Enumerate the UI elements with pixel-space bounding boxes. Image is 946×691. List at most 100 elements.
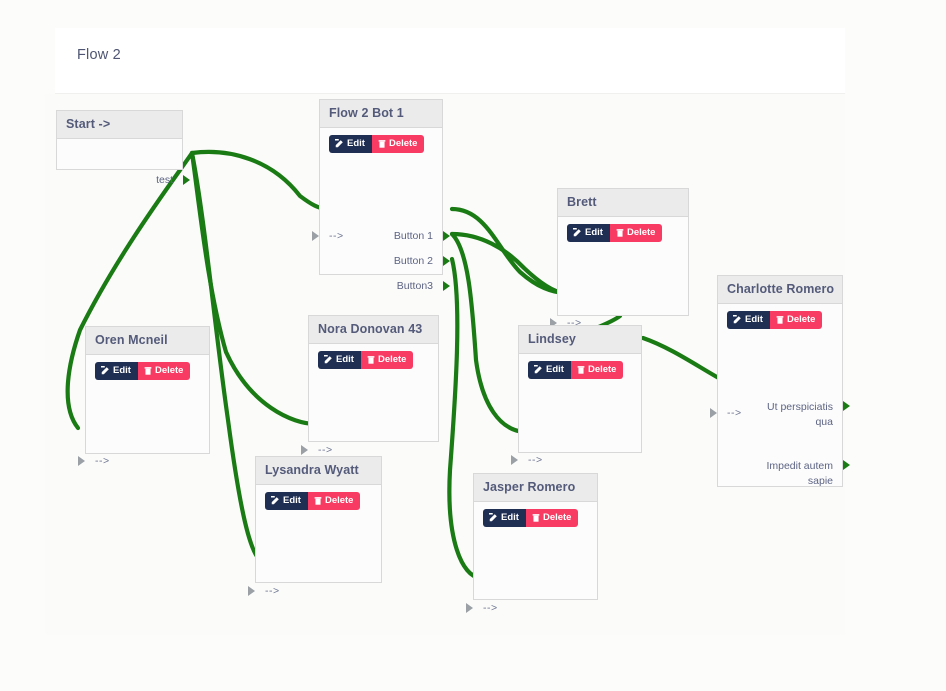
trash-icon — [776, 316, 784, 324]
delete-label: Delete — [542, 512, 572, 523]
edit-icon — [534, 365, 542, 374]
flow-node-nora[interactable]: Nora Donovan 43 Edit Delete --> — [301, 315, 439, 456]
output-connector-icon — [443, 281, 450, 291]
output-connector-icon — [183, 175, 190, 185]
input-connector-icon — [248, 586, 255, 596]
edit-label: Edit — [347, 138, 365, 149]
edit-button-oren[interactable]: Edit — [95, 362, 138, 380]
edit-button-brett[interactable]: Edit — [567, 224, 610, 242]
input-port-oren-0[interactable]: --> — [95, 455, 110, 467]
node-title-lindsey: Lindsey — [519, 326, 641, 354]
input-connector-icon — [78, 456, 85, 466]
node-title-nora: Nora Donovan 43 — [309, 316, 438, 344]
node-title-jasper: Jasper Romero — [474, 474, 597, 502]
output-port-flow2bot1-1[interactable]: Button 2 — [393, 255, 433, 267]
input-connector-icon — [312, 231, 319, 241]
edit-label: Edit — [336, 354, 354, 365]
edit-button-lysandra[interactable]: Edit — [265, 492, 308, 510]
trash-icon — [314, 497, 322, 505]
input-port-charlotte-0[interactable]: --> — [727, 407, 742, 419]
edit-label: Edit — [283, 495, 301, 506]
delete-label: Delete — [388, 138, 418, 149]
input-connector-icon — [466, 603, 473, 613]
node-actions-lindsey: Edit Delete — [519, 354, 641, 379]
node-title-lysandra: Lysandra Wyatt — [256, 457, 381, 485]
node-body-lysandra: Edit Delete --> — [248, 485, 381, 597]
node-actions-jasper: Edit Delete — [474, 502, 597, 527]
edit-button-nora[interactable]: Edit — [318, 351, 361, 369]
trash-icon — [378, 140, 386, 148]
node-body-oren: Edit Delete --> — [78, 355, 209, 467]
trash-icon — [144, 367, 152, 375]
edit-button-flow2bot1[interactable]: Edit — [329, 135, 372, 153]
edit-label: Edit — [585, 227, 603, 238]
edit-button-charlotte[interactable]: Edit — [727, 311, 770, 329]
node-actions-charlotte: Edit Delete — [718, 304, 842, 329]
delete-button-oren[interactable]: Delete — [137, 362, 191, 380]
node-body-jasper: Edit Delete --> — [466, 502, 597, 614]
input-port-nora-0[interactable]: --> — [318, 444, 333, 456]
input-connector-icon — [550, 318, 557, 328]
delete-label: Delete — [587, 364, 617, 375]
input-connector-icon — [511, 455, 518, 465]
edit-icon — [489, 513, 497, 522]
input-port-jasper-0[interactable]: --> — [483, 602, 498, 614]
input-connector-icon — [710, 408, 717, 418]
node-title-charlotte: Charlotte Romero — [718, 276, 842, 304]
node-actions-nora: Edit Delete — [309, 344, 438, 369]
output-port-flow2bot1-2[interactable]: Button3 — [396, 280, 433, 292]
node-actions-lysandra: Edit Delete — [256, 485, 381, 510]
delete-label: Delete — [324, 495, 354, 506]
trash-icon — [616, 229, 624, 237]
node-title-brett: Brett — [558, 189, 688, 217]
flow-node-flow2bot1[interactable]: Flow 2 Bot 1 Edit Delete --> Button 1 Button … — [312, 99, 450, 292]
input-port-lindsey-0[interactable]: --> — [528, 454, 543, 466]
edit-button-jasper[interactable]: Edit — [483, 509, 526, 527]
delete-label: Delete — [786, 314, 816, 325]
node-actions-flow2bot1: Edit Delete — [320, 128, 442, 153]
node-title-oren: Oren Mcneil — [86, 327, 209, 355]
trash-icon — [532, 514, 540, 522]
input-port-lysandra-0[interactable]: --> — [265, 585, 280, 597]
edit-icon — [271, 496, 279, 505]
delete-button-flow2bot1[interactable]: Delete — [371, 135, 425, 153]
edit-icon — [573, 228, 581, 237]
page-title: Flow 2 — [77, 47, 121, 63]
output-port-charlotte-1[interactable]: Impedit autem sapie — [766, 460, 833, 487]
output-connector-icon — [843, 401, 850, 411]
delete-label: Delete — [626, 227, 656, 238]
edit-icon — [324, 355, 332, 364]
node-body-lindsey: Edit Delete --> — [511, 354, 641, 466]
output-port-flow2bot1-0[interactable]: Button 1 — [393, 230, 433, 242]
edit-icon — [733, 315, 741, 324]
delete-button-nora[interactable]: Delete — [360, 351, 414, 369]
node-body-nora: Edit Delete --> — [301, 344, 438, 456]
delete-button-charlotte[interactable]: Delete — [769, 311, 823, 329]
node-actions-oren: Edit Delete — [86, 355, 209, 380]
edit-icon — [101, 366, 109, 375]
delete-label: Delete — [377, 354, 407, 365]
delete-label: Delete — [154, 365, 184, 376]
edit-button-lindsey[interactable]: Edit — [528, 361, 571, 379]
input-port-flow2bot1-0[interactable]: --> — [329, 230, 344, 242]
delete-button-lindsey[interactable]: Delete — [570, 361, 624, 379]
output-connector-icon — [443, 256, 450, 266]
flow-node-start[interactable]: Start -> test — [56, 110, 190, 186]
delete-button-brett[interactable]: Delete — [609, 224, 663, 242]
node-title-start: Start -> — [57, 111, 182, 139]
output-port-charlotte-0[interactable]: Ut perspiciatis qua — [767, 401, 833, 428]
delete-button-lysandra[interactable]: Delete — [307, 492, 361, 510]
trash-icon — [367, 356, 375, 364]
delete-button-jasper[interactable]: Delete — [525, 509, 579, 527]
edit-label: Edit — [501, 512, 519, 523]
output-port-start-0[interactable]: test — [156, 174, 173, 186]
node-title-flow2bot1: Flow 2 Bot 1 — [320, 100, 442, 128]
